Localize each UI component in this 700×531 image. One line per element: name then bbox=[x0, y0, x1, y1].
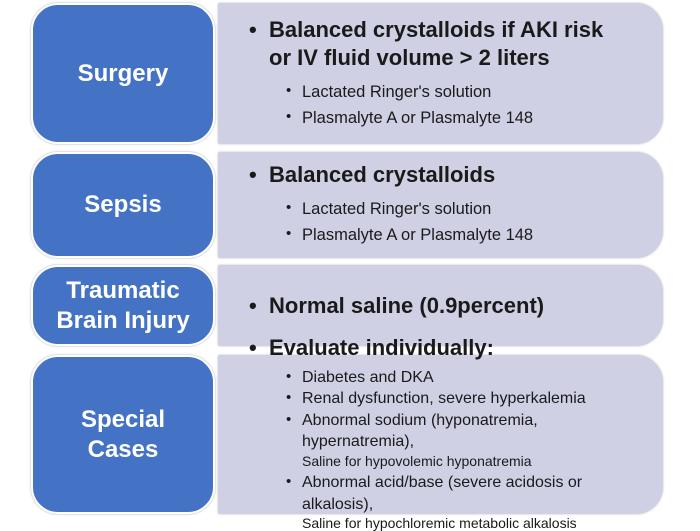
sub-bullet-item: • Lactated Ringer's solution bbox=[286, 79, 649, 105]
bullet-icon: • bbox=[286, 367, 292, 385]
main-bullet-item: • Balanced crystalloids bbox=[249, 161, 649, 189]
panel-sepsis: • Balanced crystalloids • Lactated Ringe… bbox=[218, 152, 663, 258]
sub-bullet-item: • Plasmalyte A or Plasmalyte 148 bbox=[286, 105, 649, 131]
main-bullet-item: • Normal saline (0.9percent) bbox=[249, 292, 649, 320]
bullet-icon: • bbox=[286, 410, 292, 428]
main-bullet-text: Evaluate individually: bbox=[269, 334, 494, 360]
sub-bullet-list: • Lactated Ringer's solution • Plasmalyt… bbox=[286, 196, 649, 248]
sub-bullet-text: Abnormal sodium (hyponatremia, hypernatr… bbox=[302, 410, 649, 473]
bullet-icon: • bbox=[286, 81, 292, 99]
sub-bullet-list: • Diabetes and DKA • Renal dysfunction, … bbox=[286, 367, 649, 531]
sub-bullet-text: Abnormal acid/base (severe acidosis or a… bbox=[302, 472, 649, 531]
bullet-icon: • bbox=[286, 389, 292, 407]
label-traumatic-brain-injury: Traumatic Brain Injury bbox=[56, 276, 190, 334]
row-surgery: Surgery • Balanced crystalloids if AKI r… bbox=[0, 3, 700, 144]
sub-bullet-text: Lactated Ringer's solution bbox=[302, 82, 492, 101]
sub-bullet-note: Saline for hypochloremic metabolic alkal… bbox=[302, 515, 577, 531]
sub-bullet-item: • Diabetes and DKA bbox=[286, 367, 649, 388]
main-bullet-text: Normal saline (0.9percent) bbox=[269, 292, 545, 318]
bullet-icon: • bbox=[249, 292, 257, 318]
bullet-icon: • bbox=[249, 334, 257, 360]
bullet-icon: • bbox=[286, 107, 292, 125]
main-bullet-item: • Evaluate individually: bbox=[249, 334, 649, 362]
sub-bullet-text: Plasmalyte A or Plasmalyte 148 bbox=[302, 108, 534, 127]
row-sepsis: Sepsis • Balanced crystalloids • Lactate… bbox=[0, 152, 700, 258]
label-box-traumatic-brain-injury: Traumatic Brain Injury bbox=[31, 265, 215, 346]
main-bullet-line: Balanced crystalloids if AKI risk bbox=[269, 17, 604, 42]
sub-bullet-item: • Abnormal sodium (hyponatremia, hyperna… bbox=[286, 410, 649, 473]
sub-bullet-line: Abnormal acid/base (severe acidosis or a… bbox=[302, 474, 583, 513]
sub-bullet-item: • Renal dysfunction, severe hyperkalemia bbox=[286, 388, 649, 409]
sub-bullet-list: • Lactated Ringer's solution • Plasmalyt… bbox=[286, 79, 649, 131]
sub-bullet-item: • Lactated Ringer's solution bbox=[286, 196, 649, 222]
label-box-surgery: Surgery bbox=[31, 3, 215, 144]
row-traumatic-brain-injury: Traumatic Brain Injury • Normal saline (… bbox=[0, 265, 700, 346]
panel-traumatic-brain-injury: • Normal saline (0.9percent) bbox=[218, 265, 663, 346]
main-bullet-text: Balanced crystalloids bbox=[269, 162, 496, 188]
sub-bullet-text: Lactated Ringer's solution bbox=[302, 200, 492, 219]
sub-bullet-item: • Abnormal acid/base (severe acidosis or… bbox=[286, 472, 649, 531]
sub-bullet-text: Diabetes and DKA bbox=[302, 368, 434, 386]
bullet-icon: • bbox=[286, 225, 292, 243]
bullet-icon: • bbox=[249, 17, 257, 42]
bullet-icon: • bbox=[249, 162, 257, 188]
sub-bullet-item: • Plasmalyte A or Plasmalyte 148 bbox=[286, 222, 649, 248]
bullet-icon: • bbox=[286, 199, 292, 217]
panel-surgery: • Balanced crystalloids if AKI risk or I… bbox=[218, 3, 663, 144]
main-bullet-text: Balanced crystalloids if AKI risk or IV … bbox=[269, 16, 603, 72]
panel-special-cases: • Evaluate individually: • Diabetes and … bbox=[218, 335, 663, 531]
sub-bullet-text: Renal dysfunction, severe hyperkalemia bbox=[302, 390, 586, 408]
label-box-special-cases: Special Cases bbox=[31, 355, 215, 514]
row-special-cases: Special Cases • Evaluate individually: •… bbox=[0, 335, 700, 531]
sub-bullet-text: Plasmalyte A or Plasmalyte 148 bbox=[302, 226, 534, 245]
label-box-sepsis: Sepsis bbox=[31, 152, 215, 258]
label-sepsis: Sepsis bbox=[84, 191, 162, 218]
bullet-icon: • bbox=[286, 473, 292, 491]
sub-bullet-note: Saline for hypovolemic hyponatremia bbox=[302, 452, 532, 469]
sub-bullet-line: Abnormal sodium (hyponatremia, hypernatr… bbox=[302, 411, 538, 451]
main-bullet-item: • Balanced crystalloids if AKI risk or I… bbox=[249, 16, 649, 72]
label-special-cases: Special Cases bbox=[80, 405, 166, 463]
label-surgery: Surgery bbox=[77, 59, 169, 87]
main-bullet-line: or IV fluid volume > 2 liters bbox=[269, 44, 550, 70]
